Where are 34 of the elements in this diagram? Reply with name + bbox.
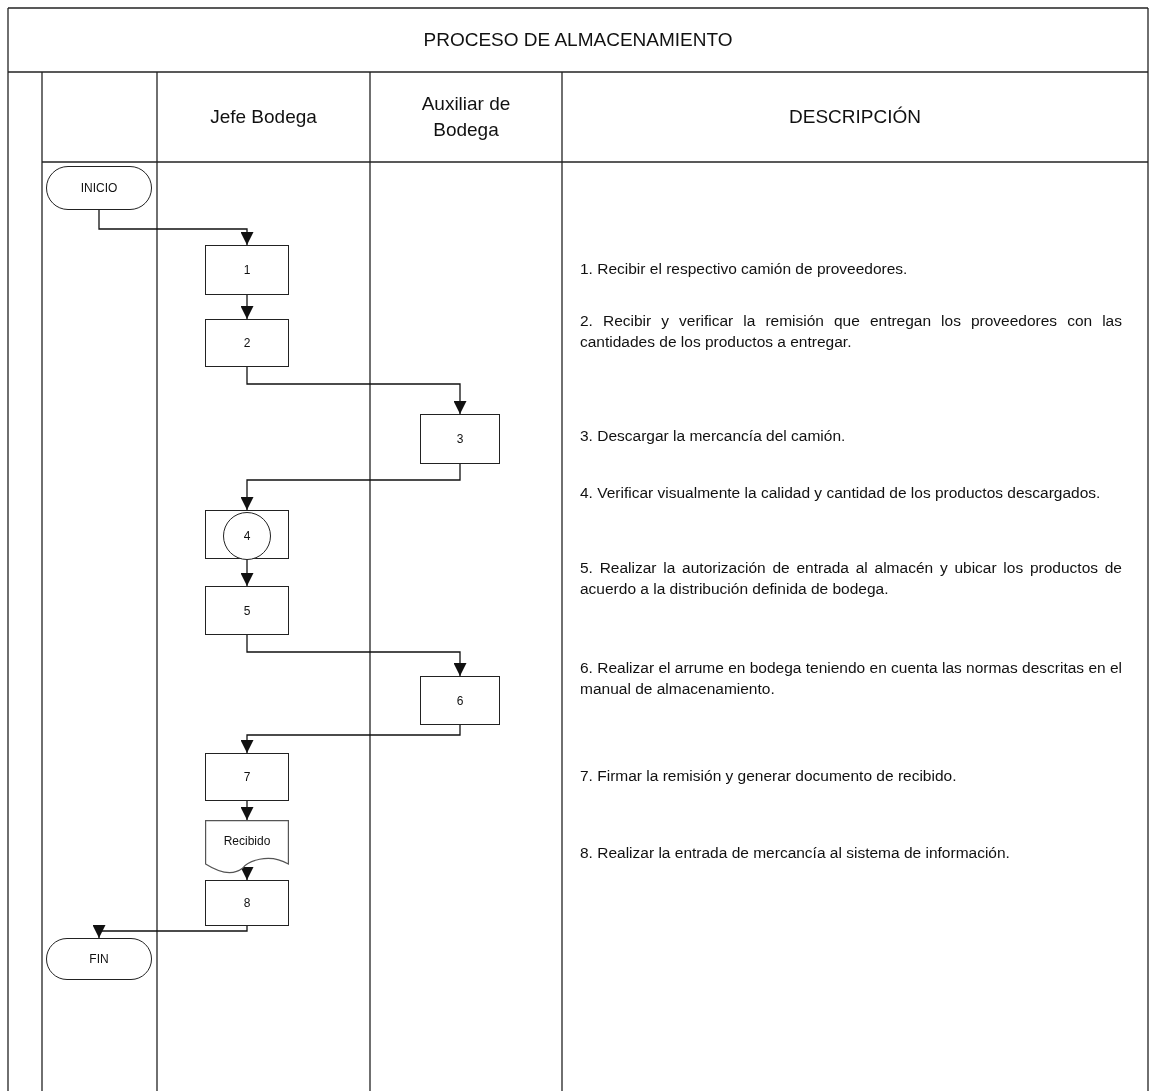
process-box: 5 [205, 586, 289, 635]
arrow [240, 800, 254, 821]
process-box: 7 [205, 753, 289, 801]
arrow [98, 209, 254, 246]
arrow [240, 867, 254, 881]
arrow [246, 634, 467, 677]
arrow [240, 294, 254, 320]
process-box: 2 [205, 319, 289, 367]
arrow [246, 366, 467, 415]
column-header: DESCRIPCIÓN [788, 105, 922, 130]
step-description: 4. Verificar visualmente la calidad y cantidad de los productos descargados. [580, 483, 1102, 503]
process-box: 3 [420, 414, 500, 464]
inspection-circle: 4 [223, 512, 271, 560]
process-box: 8 [205, 880, 289, 926]
step-description: 3. Descargar la mercancía del camión. [580, 426, 847, 446]
step-description: 6. Realizar el arrume en bodega teniendo en cuenta las normas descritas en el manual de almacenamiento. [580, 658, 1122, 700]
arrow [92, 925, 248, 939]
column-header: Auxiliar de Bodega [420, 92, 512, 142]
process-box: 6 [420, 676, 500, 725]
step-description: 8. Realizar la entrada de mercancía al sistema de información. [580, 843, 1011, 863]
step-description: 7. Firmar la remisión y generar documento de recibido. [580, 766, 958, 786]
arrow [240, 463, 461, 511]
table-title: PROCESO DE ALMACENAMIENTO [422, 28, 734, 53]
arrow [240, 558, 254, 587]
document-shape: Recibido [205, 820, 289, 876]
terminal-shape: INICIO [46, 166, 152, 210]
terminal-shape: FIN [46, 938, 152, 980]
step-description: 5. Realizar la autorización de entrada al almacén y ubicar los productos de acuerdo a la distribución definida de bodega. [580, 558, 1122, 600]
arrow [240, 724, 461, 754]
process-box [205, 510, 289, 559]
step-description: 1. Recibir el respectivo camión de proveedores. [580, 259, 909, 279]
column-header: Jefe Bodega [209, 105, 318, 130]
process-box: 1 [205, 245, 289, 295]
step-description: 2. Recibir y verificar la remisión que entregan los proveedores con las cantidades de los productos a entregar. [580, 311, 1122, 353]
